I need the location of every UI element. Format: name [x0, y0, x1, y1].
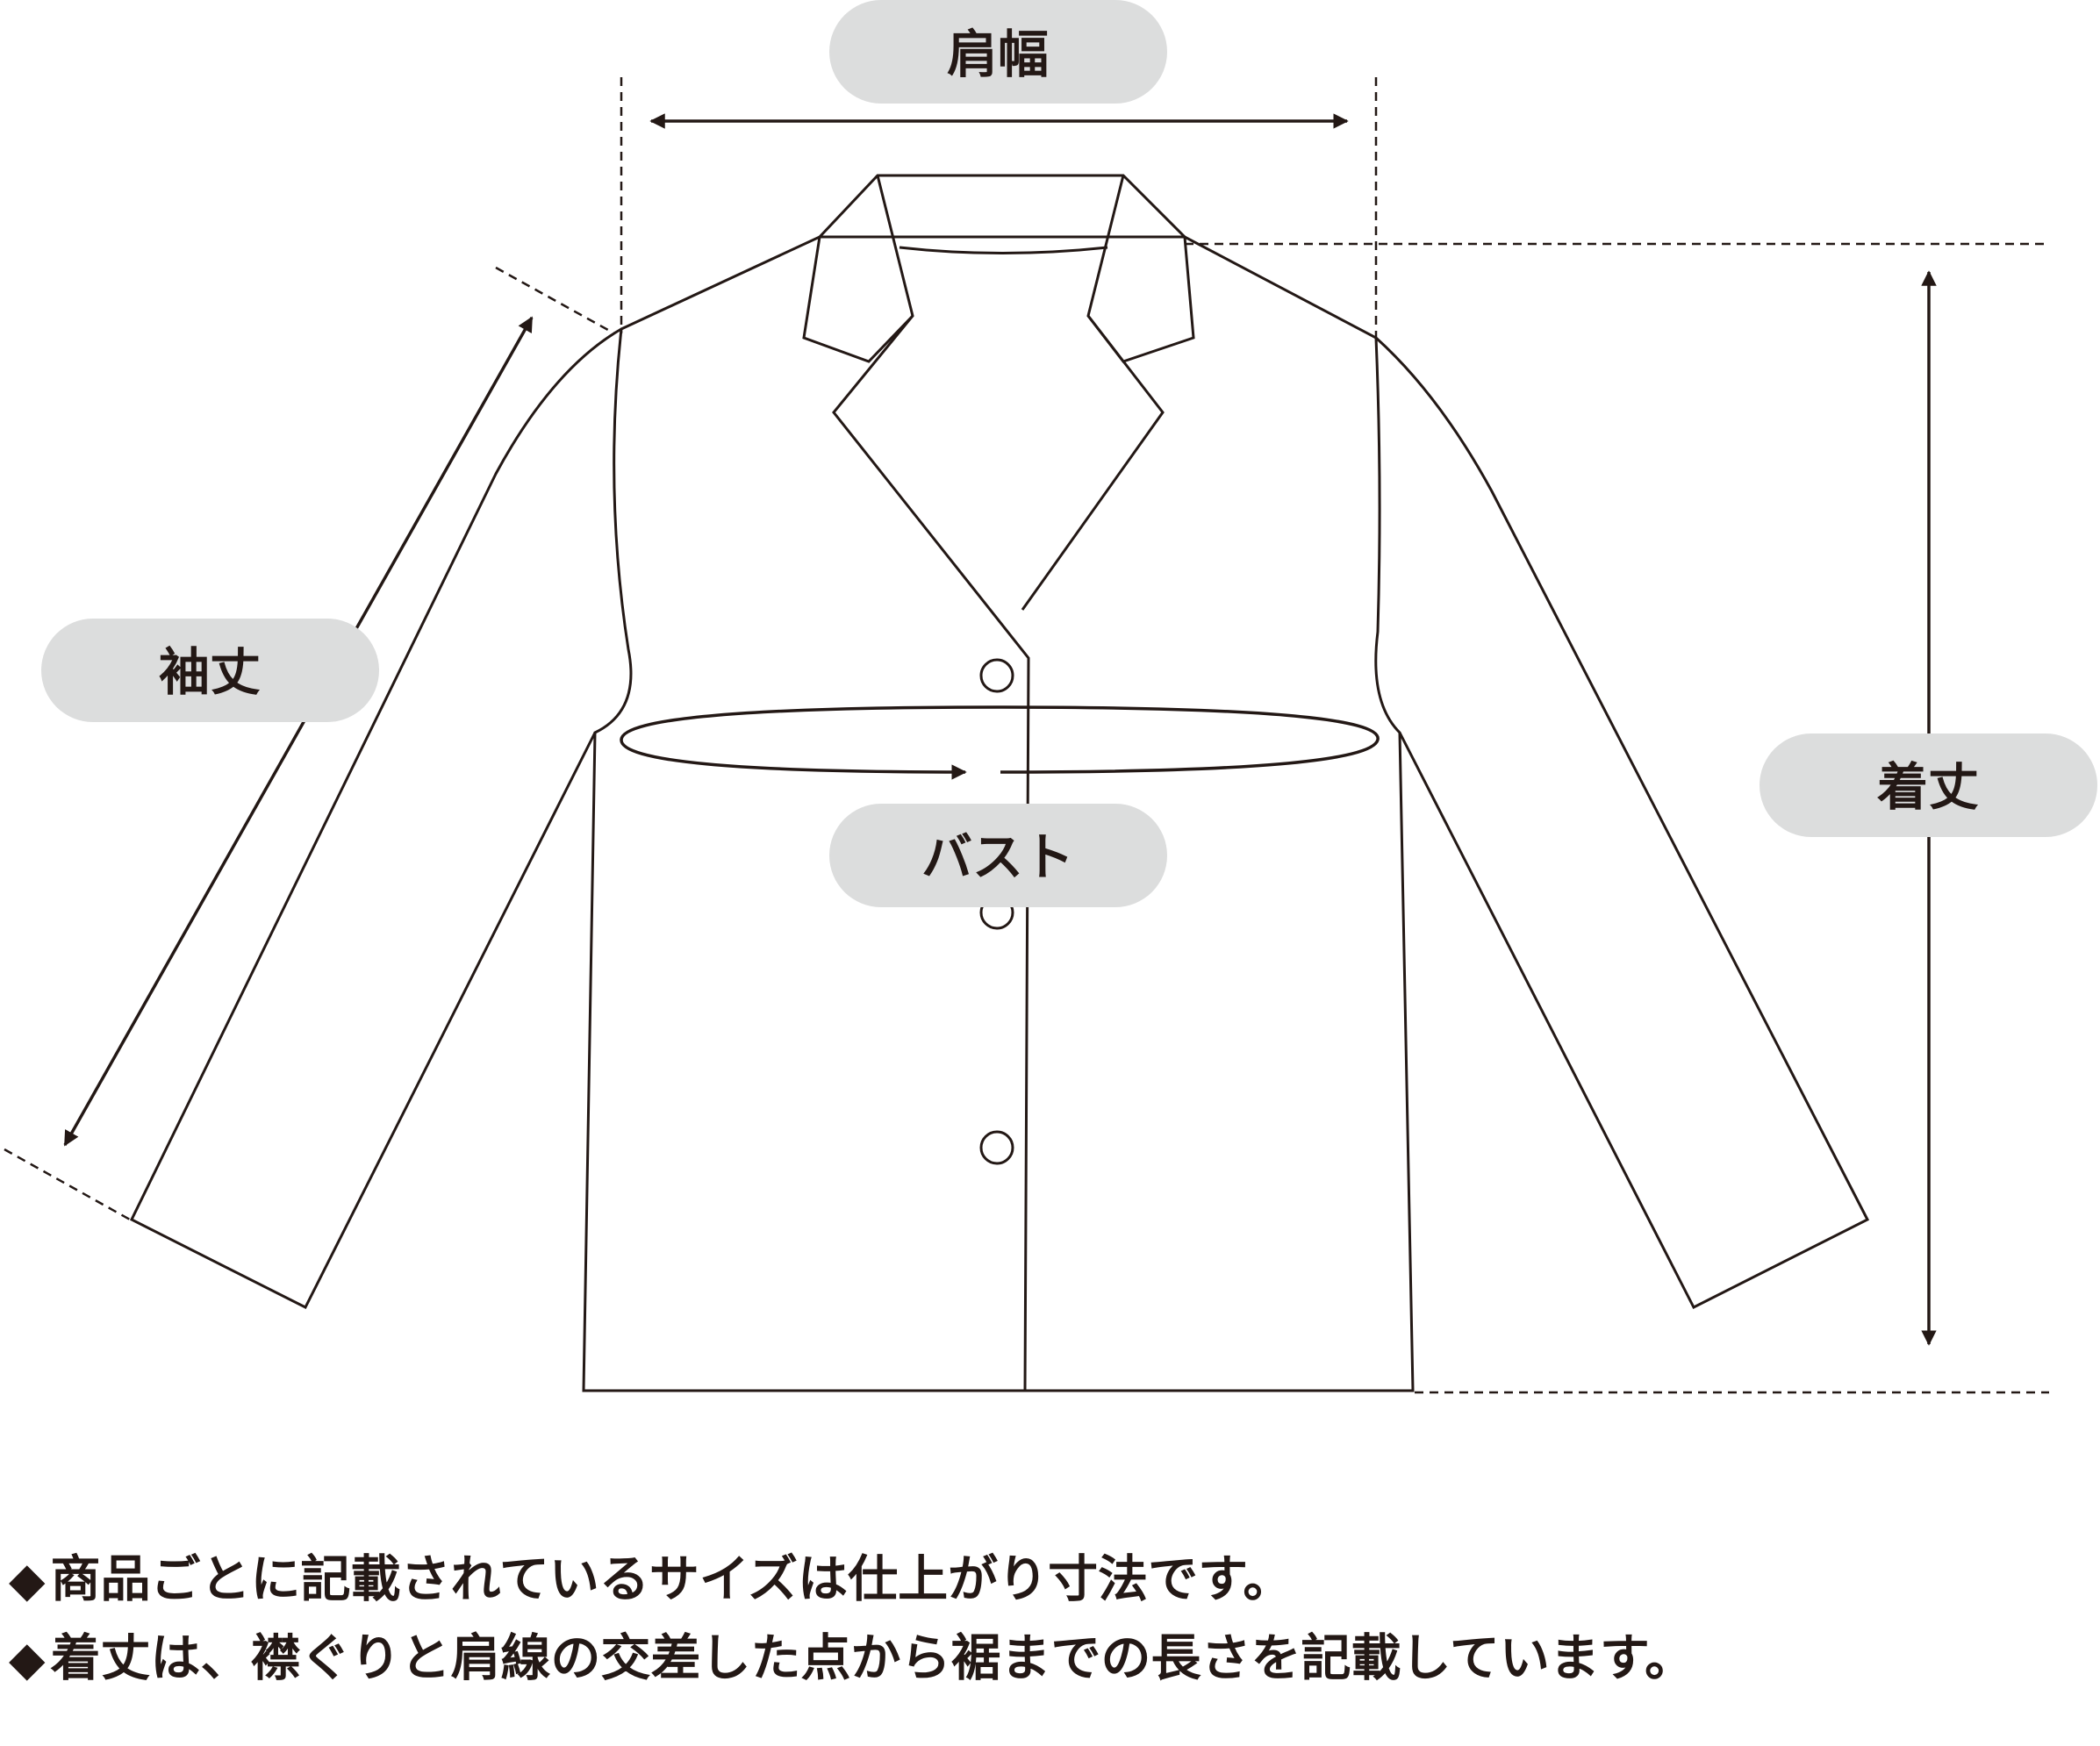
measurement-arrows	[63, 113, 1937, 1346]
left-sleeve	[130, 327, 622, 1310]
note-text: 着丈は、襟ぐりと肩線の交差した点から裾までの長さを記載しています。	[50, 1629, 1695, 1687]
right-lapel	[1021, 175, 1165, 611]
neckline	[899, 246, 1108, 254]
diamond-bullet-icon: ◆	[9, 1631, 46, 1686]
guide-lines	[4, 77, 2049, 1394]
left-lapel	[832, 175, 1030, 1392]
bust-measure	[620, 705, 1380, 780]
notes: ◆商品ごとに記載されているサイズは仕上がり寸法です。 ◆着丈は、襟ぐりと肩線の交…	[9, 1540, 2097, 1698]
collar	[818, 174, 1195, 363]
bust-label: バスト	[829, 804, 1167, 907]
bust-loop	[620, 705, 1380, 780]
length-label: 着丈	[1760, 733, 2097, 837]
sleeve-guide-bottom	[4, 1148, 131, 1221]
note-text: 商品ごとに記載されているサイズは仕上がり寸法です。	[50, 1550, 1294, 1608]
sleeve-guide-top	[495, 266, 615, 335]
sleeve-label: 袖丈	[41, 619, 379, 722]
bust-label-text: バスト	[921, 827, 1074, 887]
button-1	[979, 658, 1014, 693]
length-pill	[1760, 733, 2097, 837]
right-sleeve	[1374, 336, 1870, 1310]
sleeve-arrow	[63, 316, 534, 1147]
shoulder-label-text: 肩幅	[947, 25, 1049, 84]
label-pills: 肩幅 袖丈 着丈 バスト	[41, 0, 2097, 907]
button-3	[979, 1130, 1014, 1165]
jacket-outline	[130, 174, 1870, 1392]
collar-left	[802, 236, 914, 363]
note-length-definition: ◆着丈は、襟ぐりと肩線の交差した点から裾までの長さを記載しています。	[9, 1619, 2097, 1698]
bust-pill	[829, 804, 1167, 907]
sleeve-pill	[41, 619, 379, 722]
shoulder-pill	[829, 0, 1167, 104]
shoulder-label: 肩幅	[829, 0, 1167, 104]
length-label-text: 着丈	[1877, 757, 1979, 817]
sleeve-label-text: 袖丈	[159, 642, 261, 702]
diamond-bullet-icon: ◆	[9, 1552, 46, 1607]
note-finished-size: ◆商品ごとに記載されているサイズは仕上がり寸法です。	[9, 1540, 2097, 1619]
